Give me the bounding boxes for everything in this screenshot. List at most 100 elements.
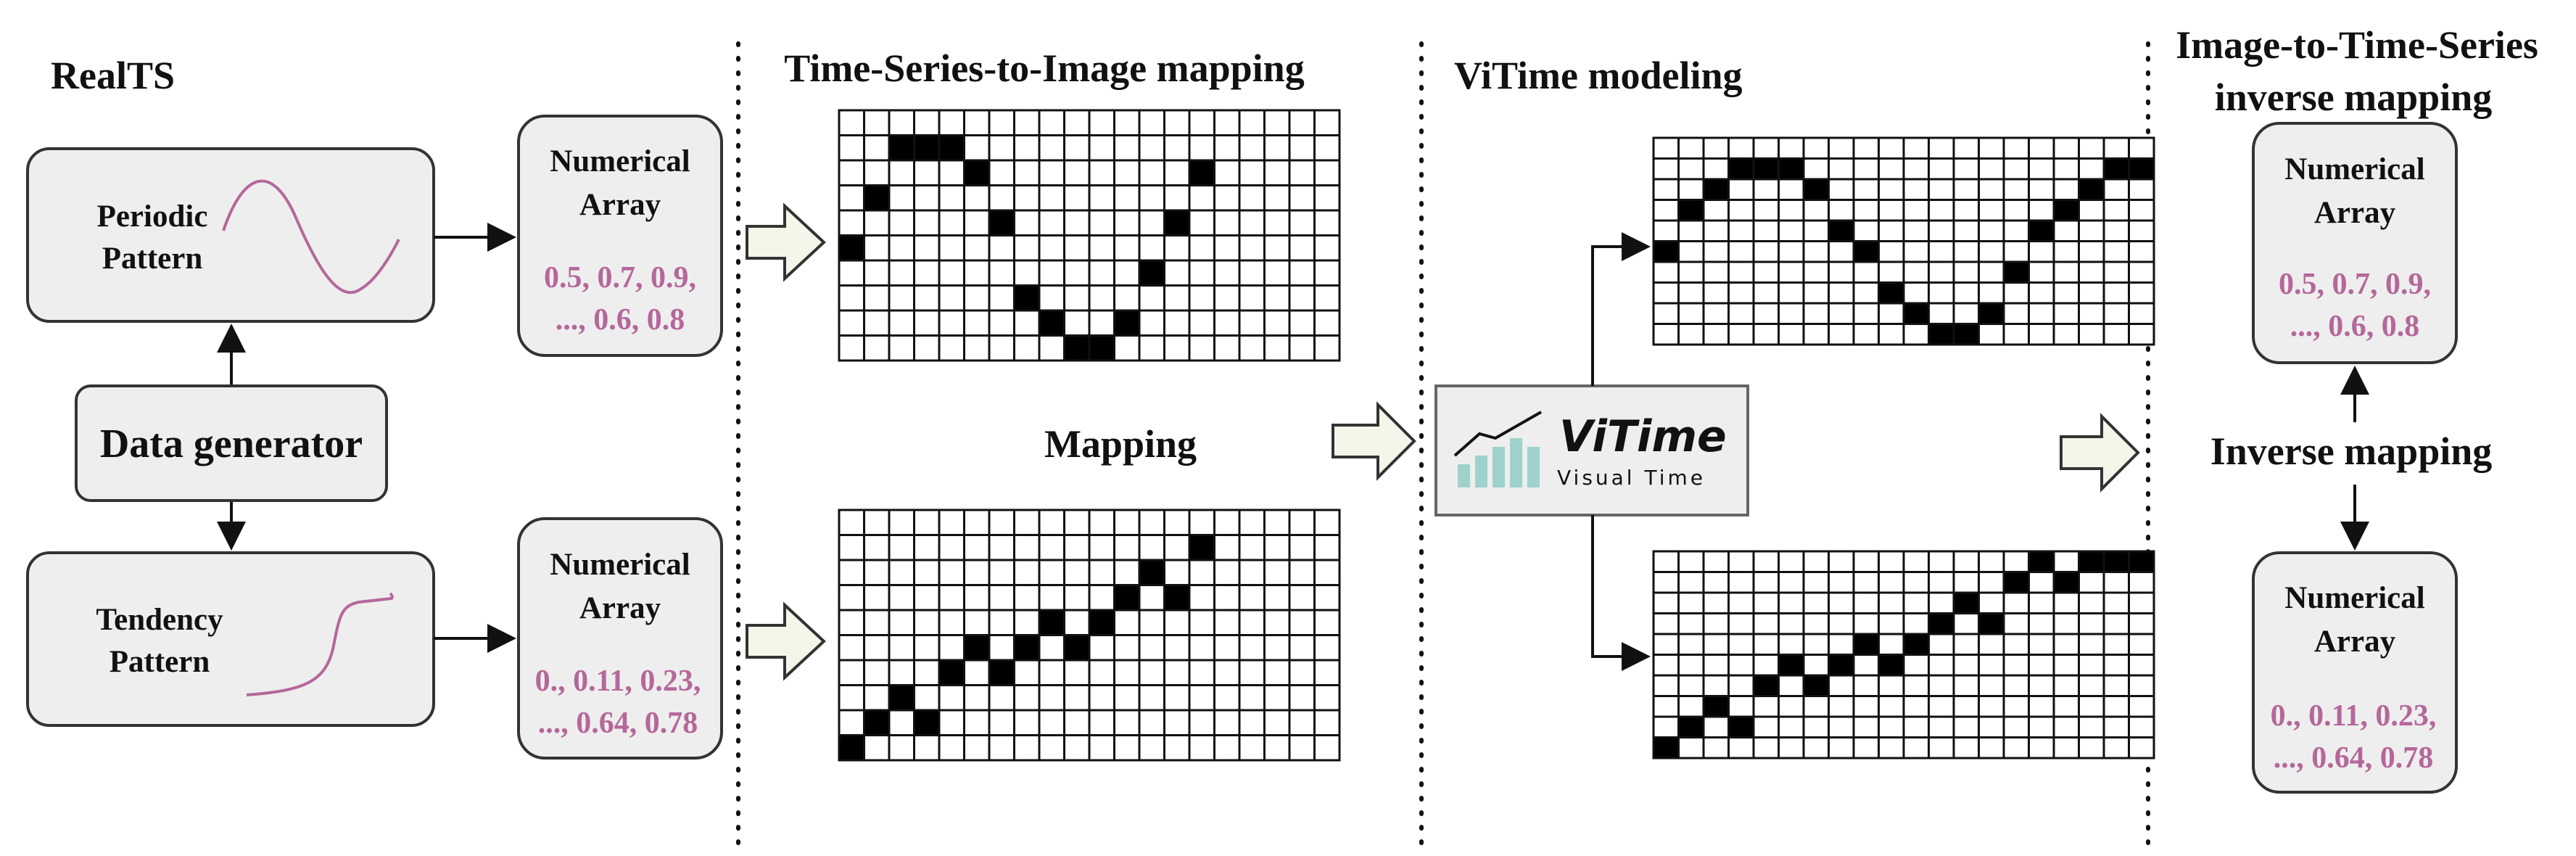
grid-cell	[1313, 284, 1341, 312]
grid-cell-filled	[2002, 571, 2030, 594]
grid-cell	[888, 659, 915, 686]
grid-output-periodic	[1652, 136, 2155, 346]
grid-cell	[1852, 736, 1880, 760]
grid-cell	[1928, 178, 1955, 201]
grid-cell-filled	[963, 159, 991, 186]
grid-cell	[913, 184, 941, 212]
grid-cell	[1188, 259, 1215, 287]
grid-cell	[1038, 159, 1065, 186]
grid-cell	[2128, 571, 2155, 594]
grid-cell	[1752, 199, 1780, 222]
grid-cell	[863, 634, 891, 662]
grid-cell	[1778, 323, 1805, 346]
grid-cell	[1727, 240, 1755, 263]
grid-cell	[938, 159, 965, 186]
grid-cell	[2128, 240, 2155, 263]
grid-cell	[1652, 654, 1680, 677]
grid-cell	[1088, 184, 1115, 212]
grid-cell	[1188, 284, 1215, 312]
grid-cell-filled	[1013, 634, 1041, 662]
grid-cell	[988, 709, 1015, 736]
grid-cell	[1288, 109, 1316, 136]
grid-cell	[963, 334, 991, 362]
grid-cell	[1702, 633, 1730, 656]
vitime-logo-box	[1434, 384, 1749, 517]
grid-cell	[1978, 136, 2005, 160]
grid-cell	[2078, 302, 2105, 325]
sigmoid-curve-icon	[246, 592, 394, 696]
grid-cell	[1013, 709, 1041, 736]
grid-cell	[913, 309, 941, 337]
grid-cell	[1188, 659, 1215, 686]
grid-cell	[1928, 715, 1955, 738]
grid-cell	[863, 509, 891, 536]
grid-cell	[2052, 219, 2080, 242]
grid-cell	[1828, 260, 1855, 284]
grid-cell	[1188, 209, 1215, 236]
grid-cell	[1063, 534, 1091, 561]
grid-cell	[838, 259, 865, 287]
grid-cell	[2052, 178, 2080, 201]
grid-cell	[1263, 634, 1291, 662]
grid-cell	[1013, 684, 1041, 712]
grid-cell	[1778, 674, 1805, 697]
grid-cell	[838, 109, 865, 136]
grid-cell	[2002, 612, 2030, 635]
grid-cell	[1213, 259, 1241, 287]
grid-cell	[988, 509, 1015, 536]
grid-cell	[1238, 309, 1266, 337]
grid-cell	[1113, 134, 1141, 162]
grid-cell	[1752, 654, 1780, 677]
grid-cell	[1828, 240, 1855, 263]
tendency-array-values-line2: ..., 0.64, 0.78	[538, 707, 698, 740]
grid-cell	[1702, 157, 1730, 181]
grid-cell	[1238, 609, 1266, 636]
grid-cell	[863, 284, 891, 312]
grid-cell	[1702, 323, 1730, 346]
grid-cell	[1702, 136, 1730, 160]
grid-cell	[938, 234, 965, 262]
grid-cell	[1677, 695, 1705, 718]
grid-cell-filled	[1878, 281, 1905, 305]
grid-cell	[1928, 591, 1955, 614]
grid-input-tendency	[838, 509, 1341, 762]
grid-cell	[1038, 709, 1065, 736]
grid-cell	[2102, 736, 2130, 760]
grid-cell	[2102, 571, 2130, 594]
grid-cell	[1752, 550, 1780, 573]
grid-cell	[863, 534, 891, 561]
grid-cell	[1952, 654, 1980, 677]
grid-cell	[1188, 234, 1215, 262]
grid-cell	[1727, 612, 1755, 635]
grid-cell	[1238, 634, 1266, 662]
grid-cell	[1677, 323, 1705, 346]
output-periodic-array-box	[2252, 122, 2458, 364]
grid-cell	[1313, 659, 1341, 686]
grid-cell	[1828, 199, 1855, 222]
grid-cell	[1238, 684, 1266, 712]
grid-cell-filled	[1978, 612, 2005, 635]
grid-cell	[1163, 659, 1191, 686]
grid-cell	[1313, 609, 1341, 636]
grid-cell-filled	[1828, 219, 1855, 242]
grid-cell	[1902, 550, 1930, 573]
grid-cell	[1263, 559, 1291, 586]
grid-cell	[1213, 184, 1241, 212]
grid-cell	[2102, 612, 2130, 635]
grid-cell	[1288, 284, 1316, 312]
grid-cell	[1288, 709, 1316, 736]
grid-cell	[1288, 259, 1316, 287]
grid-cell	[1113, 609, 1141, 636]
grid-cell	[2078, 571, 2105, 594]
grid-cell	[963, 134, 991, 162]
grid-cell	[1852, 571, 1880, 594]
grid-cell-filled	[1163, 209, 1191, 236]
grid-cell	[2078, 715, 2105, 738]
grid-cell	[1778, 550, 1805, 573]
grid-cell-filled	[1978, 302, 2005, 325]
grid-cell	[1238, 209, 1266, 236]
grid-cell-filled	[888, 134, 915, 162]
grid-cell	[1288, 134, 1316, 162]
grid-cell	[913, 109, 941, 136]
grid-cell	[2128, 612, 2155, 635]
